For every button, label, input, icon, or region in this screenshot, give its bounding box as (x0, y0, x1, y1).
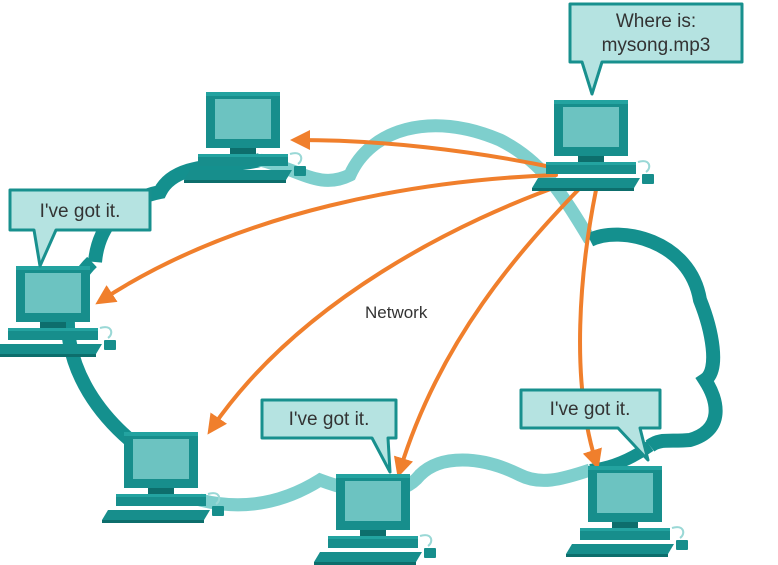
reply-bubble-left: I've got it. (8, 188, 152, 268)
desktop-computer-icon (565, 465, 689, 558)
desktop-computer-icon (0, 265, 117, 358)
arrow-icon (207, 180, 572, 435)
arrow-icon (95, 173, 558, 305)
query-bubble: Where is: mysong.mp3 (568, 2, 744, 96)
speech-bubble-icon (568, 2, 744, 96)
speech-bubble-icon (260, 398, 398, 474)
network-label: Network (365, 303, 428, 322)
reply-bubble-right: I've got it. (519, 388, 662, 462)
computer-bottom-left (101, 431, 225, 524)
reply-text: I've got it. (550, 399, 631, 420)
reply-text: I've got it. (40, 201, 121, 222)
desktop-computer-icon (101, 431, 225, 524)
reply-text: I've got it. (289, 409, 370, 430)
query-line-1: Where is: (616, 11, 696, 32)
arrow-icon (393, 186, 582, 478)
speech-bubble-icon (519, 388, 662, 462)
query-arrows (95, 130, 602, 478)
speech-bubble-icon (8, 188, 152, 268)
arrow-icon (290, 130, 558, 170)
reply-bubble-middle: I've got it. (260, 398, 398, 474)
computer-left (0, 265, 117, 358)
query-line-2: mysong.mp3 (602, 35, 711, 56)
computer-bottom-right (565, 465, 689, 558)
